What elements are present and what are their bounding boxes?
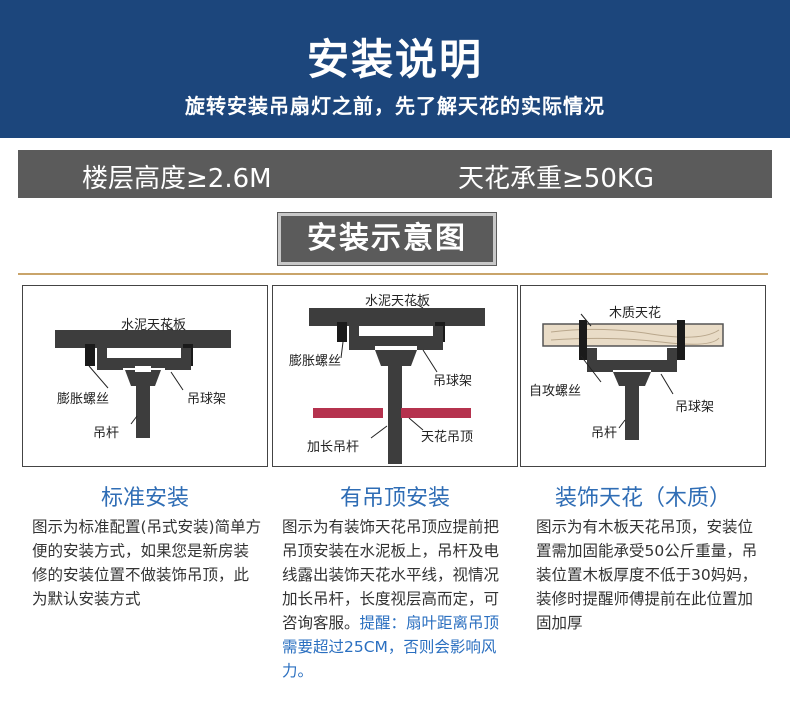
caption-title-drop-ceiling: 有吊顶安装 <box>339 486 450 511</box>
diagram-wood-ceiling-install: 木质天花 自攻螺丝 吊球架 吊杆 <box>520 285 766 467</box>
diagram-section-title-text: 安装示意图 <box>307 221 467 256</box>
page-title: 安装说明 <box>306 35 483 84</box>
label-expansion-bolt: 膨胀螺丝 <box>57 392 110 407</box>
caption-title-standard: 标准安装 <box>100 486 189 511</box>
standard-install-illustration <box>55 321 231 438</box>
wood-ceiling-illustration <box>542 313 724 440</box>
label-wood-ceiling: 木质天花 <box>609 306 662 321</box>
header-banner: 安装说明 旋转安装吊扇灯之前，先了解天花的实际情况 <box>0 0 790 138</box>
wood-board <box>542 323 724 347</box>
drop-ceiling-left <box>313 408 383 418</box>
screw-left <box>579 320 587 360</box>
bracket-top <box>107 358 181 368</box>
diagram-drop-ceiling-install: 水泥天花板 膨胀螺丝 吊球架 加长吊杆 天花吊顶 <box>272 285 518 467</box>
diagram-standard-install: 水泥天花板 膨胀螺丝 吊球架 吊杆 <box>22 285 268 467</box>
label-bracket: 吊球架 <box>675 400 715 415</box>
screw-right <box>677 320 685 360</box>
concrete-slab <box>309 308 485 326</box>
bracket-top <box>359 336 433 346</box>
downrod <box>625 384 639 440</box>
drop-ceiling-right <box>401 408 471 418</box>
hanger-ball <box>125 370 161 386</box>
diagram-section-title: 安装示意图 <box>277 212 497 266</box>
label-drop-ceiling: 天花吊顶 <box>421 430 474 445</box>
caption-text-standard: 图示为标准配置(吊式安装)简单方便的安装方式，如果您是新房装修的安装位置不做装饰… <box>32 518 262 608</box>
caption-block-drop-ceiling: 图示为有装饰天花吊顶应提前把吊顶安装在水泥板上，吊杆及电线露出装饰天花水平线，视… <box>282 515 512 683</box>
requirements-bar: 楼层高度≥2.6M 天花承重≥50KG <box>18 150 772 198</box>
expansion-bolt-left <box>85 344 95 366</box>
bracket-top <box>597 360 667 370</box>
caption-title-wood-ceiling: 装饰天花（木质） <box>554 486 731 511</box>
label-extended-downrod: 加长吊杆 <box>307 440 360 455</box>
extended-downrod <box>388 364 402 464</box>
floor-height-spec: 楼层高度≥2.6M <box>82 164 272 194</box>
label-concrete-slab: 水泥天花板 <box>121 318 187 333</box>
label-bracket: 吊球架 <box>187 392 227 407</box>
section-divider <box>18 273 768 275</box>
expansion-bolt-left <box>337 322 347 342</box>
concrete-slab <box>55 330 231 348</box>
ceiling-load-spec: 天花承重≥50KG <box>458 164 655 194</box>
hanger-ball <box>375 350 417 366</box>
label-self-tapping-screw: 自攻螺丝 <box>529 384 582 399</box>
caption-text-wood-ceiling: 图示为有木板天花吊顶，安装位置需加固能承受50公斤重量，吊装位置木板厚度不低于3… <box>536 518 758 632</box>
downrod <box>136 384 150 438</box>
caption-note-drop-ceiling: 提醒：扇叶距离吊顶需要超过25CM，否则会影响风力。 <box>282 614 500 680</box>
label-downrod: 吊杆 <box>93 426 120 441</box>
label-downrod: 吊杆 <box>591 426 618 441</box>
label-concrete-slab: 水泥天花板 <box>365 294 431 309</box>
label-expansion-bolt: 膨胀螺丝 <box>289 354 342 369</box>
hanger-ball <box>613 372 651 386</box>
drop-ceiling-illustration <box>309 301 485 464</box>
label-bracket: 吊球架 <box>433 374 473 389</box>
caption-text-drop-ceiling: 图示为有装饰天花吊顶应提前把吊顶安装在水泥板上，吊杆及电线露出装饰天花水平线，视… <box>282 518 500 632</box>
page-subtitle: 旋转安装吊扇灯之前，先了解天花的实际情况 <box>185 94 605 118</box>
